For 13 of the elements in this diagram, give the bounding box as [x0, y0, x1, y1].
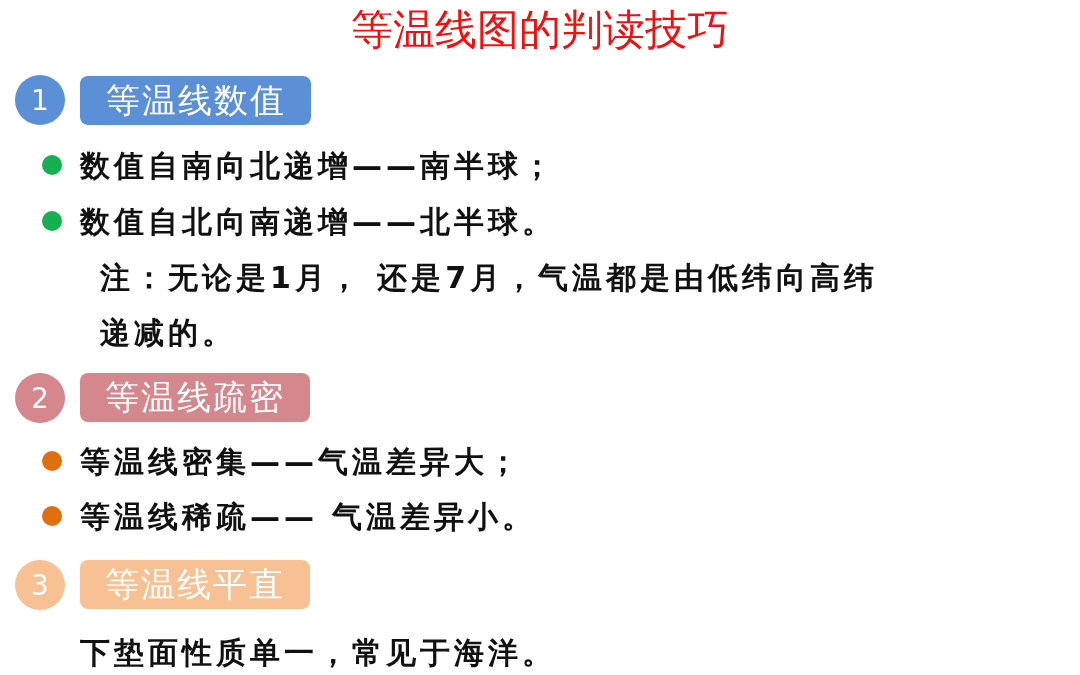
- number-circle: 3: [15, 560, 65, 610]
- bullet-text: 数值自北向南递增——北半球。: [80, 203, 556, 241]
- heading-box: 等温线疏密: [80, 373, 310, 422]
- number-circle: 2: [15, 373, 65, 423]
- bullet-text: 数值自南向北递增——南半球；: [80, 147, 556, 185]
- bullet-text: 等温线密集——气温差异大；: [80, 443, 522, 481]
- heading-box: 等温线平直: [80, 560, 310, 609]
- bullet-text: 下垫面性质单一，常见于海洋。: [80, 634, 556, 672]
- bullet-text: 等温线稀疏—— 气温差异小。: [80, 498, 537, 536]
- title: 等温线图的判读技巧: [350, 4, 730, 56]
- heading-box: 等温线数值: [80, 76, 311, 125]
- note-text: 注：无论是1月， 还是7月，气温都是由低纬向高纬递减的。: [100, 259, 880, 352]
- number-circle: 1: [15, 75, 65, 125]
